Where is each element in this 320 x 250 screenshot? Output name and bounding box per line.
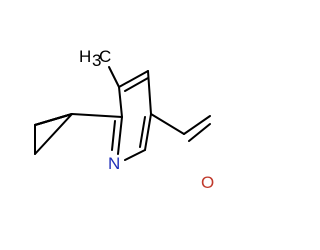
bond-c3-c2-inner [139, 116, 146, 148]
atom-methyl-carbon: C [99, 47, 111, 66]
bond-c4-c3 [147, 70, 152, 115]
bond-c2-n [124, 149, 146, 161]
bond-c6-c5 [118, 86, 123, 118]
bond-aldehyde-c-o-inner [188, 123, 211, 142]
bond-c5-c4 [118, 70, 149, 88]
bond-c5-c4-inner [124, 77, 149, 92]
atom-methyl-hydrogen: H [79, 47, 91, 66]
bond-c3-c2 [144, 113, 152, 151]
bond-cyclopropyl-left [34, 113, 73, 126]
molecule-diagram: N O H 3 C [34, 47, 214, 192]
bond-c3-aldehyde [150, 113, 185, 135]
bond-aldehyde-c-o [183, 115, 211, 135]
bond-n-c6-inner [111, 120, 116, 151]
atom-nitrogen: N [108, 154, 120, 173]
bond-n-c6 [117, 116, 123, 155]
structure-canvas: N O H 3 C [34, 47, 215, 192]
bond-c5-methyl [108, 66, 120, 88]
bond-c6-cyclopropyl [71, 113, 123, 118]
bond-cyclopropyl-right [34, 113, 73, 155]
atom-methyl-subscript: 3 [92, 51, 101, 70]
atom-oxygen: O [201, 173, 214, 192]
